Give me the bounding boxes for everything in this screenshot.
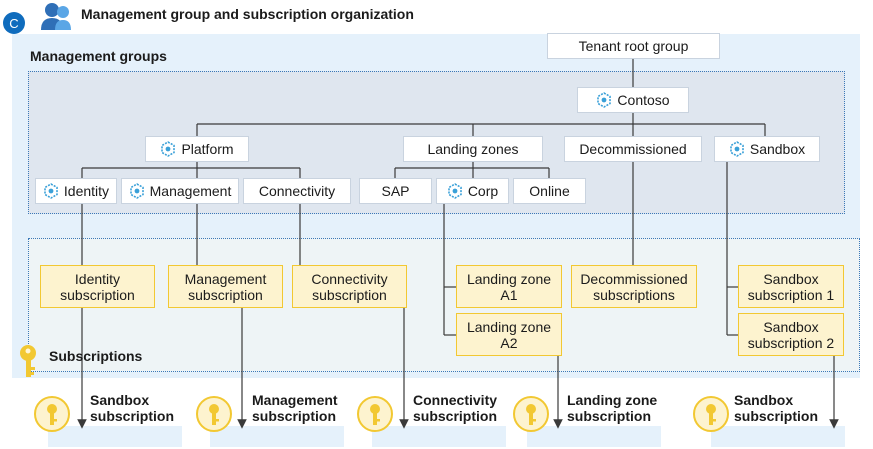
bottom-item-line2: subscription	[413, 408, 498, 424]
bottom-strip	[372, 426, 506, 447]
mg-management[interactable]: Management	[121, 178, 239, 204]
contoso-label: Contoso	[617, 92, 670, 108]
sub-connectivity[interactable]: Connectivity subscription	[292, 265, 407, 308]
corp-label: Corp	[467, 183, 499, 199]
sub-landing-zone-a2[interactable]: Landing zone A2	[456, 313, 562, 356]
users-icon	[41, 3, 71, 30]
management-group-icon	[44, 183, 58, 199]
bottom-item-line1: Sandbox	[734, 392, 794, 408]
bottom-item-line2: subscription	[90, 408, 175, 424]
management-group-icon	[129, 183, 144, 199]
mg-contoso[interactable]: Contoso	[577, 87, 689, 113]
mg-sandbox[interactable]: Sandbox	[714, 136, 820, 162]
mg-corp[interactable]: Corp	[436, 178, 509, 204]
bottom-item-line1: Management	[252, 392, 338, 408]
sandbox-label: Sandbox	[749, 141, 806, 157]
mg-decommissioned[interactable]: Decommissioned	[564, 136, 702, 162]
sub-landing-zone-a1[interactable]: Landing zone A1	[456, 265, 562, 308]
bottom-item-line1: Sandbox	[90, 392, 150, 408]
identity-label: Identity	[63, 183, 110, 199]
badge-c: C	[3, 12, 25, 34]
key-icon	[196, 396, 232, 432]
bottom-strip	[210, 426, 344, 447]
mg-sap[interactable]: SAP	[359, 178, 432, 204]
management-group-icon	[448, 183, 462, 199]
key-icon	[693, 396, 729, 432]
bottom-strip	[711, 426, 845, 447]
key-icon	[20, 345, 36, 377]
management-group-icon	[597, 92, 612, 108]
online-label: Online	[529, 183, 570, 199]
key-icon	[34, 396, 70, 432]
subscriptions-label: Subscriptions	[49, 348, 143, 364]
key-icon	[357, 396, 393, 432]
mg-landing-zones[interactable]: Landing zones	[403, 136, 543, 162]
management-group-icon	[161, 141, 176, 157]
bottom-strip	[527, 426, 661, 447]
badge-label: C	[9, 15, 19, 31]
bottom-item-line2: subscription	[252, 408, 337, 424]
connectivity-label: Connectivity	[258, 183, 336, 199]
sub-sandbox-2[interactable]: Sandbox subscription 2	[738, 313, 844, 356]
management-group-icon	[730, 141, 744, 157]
mg-online[interactable]: Online	[513, 178, 586, 204]
sub-identity[interactable]: Identity subscription	[40, 265, 155, 308]
platform-label: Platform	[181, 141, 234, 157]
mg-connectivity[interactable]: Connectivity	[243, 178, 351, 204]
header-icon: C	[3, 0, 77, 38]
mg-platform[interactable]: Platform	[145, 136, 249, 162]
tenant-root-group[interactable]: Tenant root group	[547, 33, 720, 59]
landing-zones-label: Landing zones	[427, 141, 519, 157]
decommissioned-label: Decommissioned	[579, 141, 687, 157]
sub-management[interactable]: Management subscription	[168, 265, 283, 308]
sub-sandbox-1[interactable]: Sandbox subscription 1	[738, 265, 844, 308]
bottom-item-line1: Connectivity	[413, 392, 498, 408]
management-groups-label: Management groups	[30, 48, 167, 64]
bottom-strip	[48, 426, 182, 447]
bottom-item-line2: subscription	[567, 408, 652, 424]
key-icon	[513, 396, 549, 432]
bottom-item-line2: subscription	[734, 408, 819, 424]
bottom-item-line1: Landing zone	[567, 392, 658, 408]
diagram-title: Management group and subscription organi…	[81, 6, 414, 22]
mg-identity[interactable]: Identity	[35, 178, 117, 204]
sub-decommissioned[interactable]: Decommissioned subscriptions	[571, 265, 697, 308]
tenant-root-label: Tenant root group	[578, 38, 689, 54]
management-label: Management	[149, 183, 232, 199]
sap-label: SAP	[381, 183, 410, 199]
